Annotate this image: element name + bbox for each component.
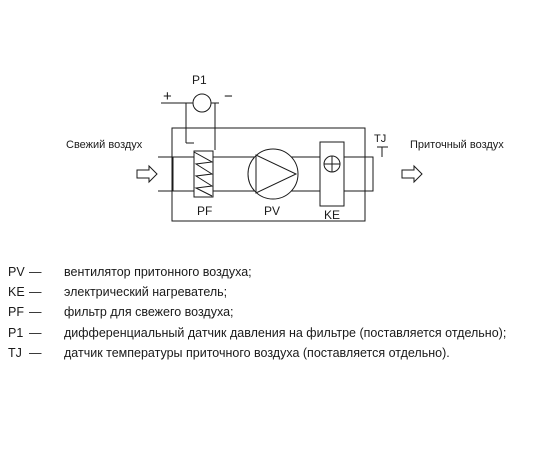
legend-description: дифференциальный датчик давления на филь… [64, 325, 507, 340]
legend-description: фильтр для свежего воздуха; [64, 305, 234, 320]
outlet-label: Приточный воздух [410, 139, 504, 151]
legend-description: электрический нагреватель; [64, 285, 228, 300]
minus-sign: − [224, 88, 233, 105]
legend-code: KE [8, 285, 25, 300]
fan-label: PV [264, 204, 280, 218]
temp-sensor-label: TJ [374, 133, 386, 145]
heater-box [319, 141, 345, 207]
pressure-sensor-circle [192, 93, 212, 113]
unit-housing [171, 127, 366, 222]
legend-dash: — [29, 345, 42, 360]
pressure-sensor-label: P1 [192, 73, 207, 87]
legend-dash: — [29, 265, 42, 279]
fan-triangle [255, 154, 298, 194]
filter-zigzag [193, 151, 214, 197]
ventilation-schematic: Свежий воздух Приточный воздух TJ P1 + −… [66, 73, 504, 222]
legend-dash: — [29, 285, 42, 300]
legend-dash: — [29, 305, 42, 320]
legend-code: PF [8, 305, 24, 320]
legend-code: PV [8, 265, 25, 279]
legend-code: P1 [8, 325, 24, 340]
outlet-arrow [401, 164, 423, 184]
inlet-arrow [136, 164, 158, 184]
legend-dash: — [29, 325, 42, 340]
legend-description: датчик температуры приточного воздуха (п… [64, 345, 450, 360]
heater-label: KE [324, 208, 340, 222]
plus-sign: + [163, 88, 172, 105]
filter-label: PF [197, 204, 212, 218]
legend-description: вентилятор притонного воздуха; [64, 265, 252, 279]
fan-circle [247, 148, 299, 200]
inlet-label: Свежий воздух [66, 139, 143, 151]
legend-code: TJ [8, 345, 22, 360]
